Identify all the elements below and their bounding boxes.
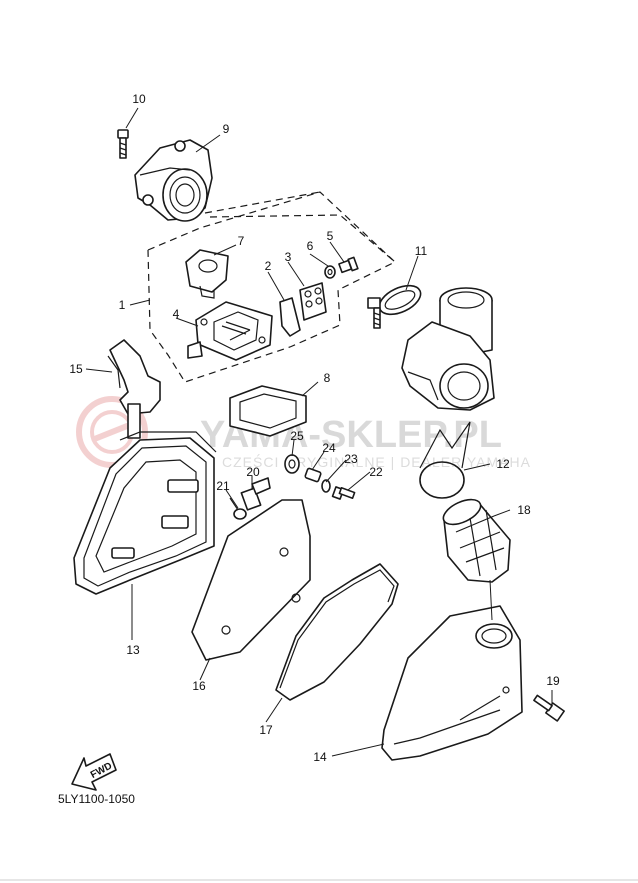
callout-15: 15 (69, 362, 83, 376)
callout-19: 19 (546, 674, 560, 688)
assembly-outlines (147, 191, 397, 383)
callout-14: 14 (313, 750, 327, 764)
part-19-screw (533, 694, 565, 722)
part-8-gasket (229, 385, 307, 437)
callout-16: 16 (192, 679, 206, 693)
callout-13: 13 (126, 643, 140, 657)
callout-11: 11 (415, 244, 428, 258)
callout-numbers: 10 9 7 2 3 6 5 1 4 11 8 15 25 24 23 22 2… (69, 92, 560, 764)
part-25-grommet (284, 454, 300, 474)
diagram-code: 5LY1100-1050 (58, 792, 135, 806)
callout-7: 7 (238, 234, 245, 248)
callout-18: 18 (517, 503, 531, 517)
part-21-clip (229, 497, 247, 520)
callout-24: 24 (322, 441, 336, 455)
callout-1: 1 (119, 298, 126, 312)
part-12-spring-clip (419, 421, 471, 499)
callout-20: 20 (246, 465, 260, 479)
part-6-washer (324, 265, 336, 279)
callout-9: 9 (223, 122, 230, 136)
part-2-reed-petal (279, 297, 301, 337)
part-20-fitting (240, 477, 271, 511)
part-9-carburetor-joint (134, 139, 213, 222)
callout-21: 21 (216, 479, 230, 493)
part-7-reed-plate (185, 249, 229, 299)
callout-22: 22 (369, 465, 383, 479)
part-22-bolt (331, 486, 356, 500)
part-10-bolt (117, 129, 129, 159)
callout-5: 5 (327, 229, 334, 243)
callout-12: 12 (496, 457, 510, 471)
part-15-breather-hose (107, 339, 161, 439)
callout-3: 3 (285, 250, 292, 264)
part-23-washer (321, 479, 331, 493)
fwd-arrow-icon: FWD (71, 753, 117, 791)
callout-25: 25 (290, 429, 304, 443)
part-17-seal (275, 563, 399, 701)
part-11-clamp (367, 284, 422, 329)
leader-lines (85, 107, 553, 757)
part-16-element (191, 499, 311, 661)
callout-4: 4 (173, 307, 180, 321)
intake-joint (401, 287, 495, 411)
part-14-air-cleaner-cap (381, 605, 523, 761)
callout-8: 8 (324, 371, 331, 385)
callout-17: 17 (259, 723, 273, 737)
callout-23: 23 (344, 452, 358, 466)
callout-2: 2 (265, 259, 272, 273)
part-18-intake-boot (442, 498, 511, 583)
callout-10: 10 (132, 92, 146, 106)
part-13-air-cleaner-case (73, 431, 217, 595)
part-24-collar (304, 467, 322, 483)
callout-6: 6 (307, 239, 314, 253)
part-4-reed-valve (187, 301, 273, 361)
part-3-stopper (299, 282, 327, 321)
